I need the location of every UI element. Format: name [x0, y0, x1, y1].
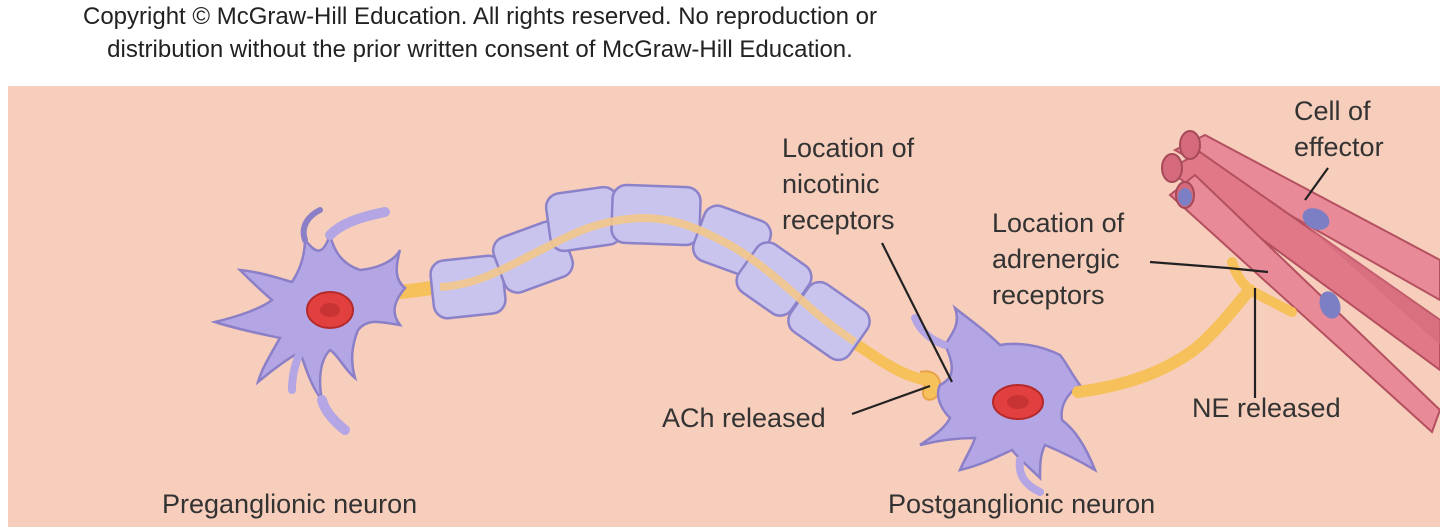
- label-postganglionic-neuron: Postganglionic neuron: [888, 489, 1156, 519]
- label-preganglionic-neuron: Preganglionic neuron: [162, 489, 418, 519]
- muscle-nucleus: [1178, 188, 1192, 206]
- label-ne-released: NE released: [1192, 393, 1341, 423]
- preganglionic-neuron: [210, 207, 407, 435]
- label-location-adrenergic-receptors: Location of adrenergic receptors: [992, 208, 1125, 310]
- myelinated-axon: [439, 213, 858, 346]
- ach-leader-line: [851, 384, 931, 416]
- label-ach-released: ACh released: [662, 403, 826, 433]
- postganglionic-axon-terminal: [1227, 257, 1297, 317]
- leader-lines: [851, 167, 1329, 416]
- muscle-nucleus: [1319, 291, 1341, 319]
- effector-leader-line: [1304, 167, 1329, 201]
- postganglionic-axon: [1072, 284, 1256, 398]
- effector-muscle-cells: [1161, 130, 1440, 434]
- copyright-line-1: Copyright © McGraw-Hill Education. All r…: [83, 3, 877, 30]
- preganglionic-axon-terminal: [844, 334, 931, 386]
- copyright-notice: Copyright © McGraw-Hill Education. All r…: [0, 0, 960, 66]
- postganglionic-neuron: [911, 304, 1098, 496]
- adrenergic-leader-line: [1149, 260, 1269, 274]
- copyright-line-2: distribution without the prior written c…: [107, 36, 853, 63]
- muscle-nucleus: [1302, 208, 1330, 230]
- label-location-nicotinic-receptors: Location of nicotinic receptors: [782, 133, 915, 235]
- label-cell-of-effector: Cell of effector: [1294, 96, 1384, 162]
- nicotinic-leader-line: [881, 242, 953, 383]
